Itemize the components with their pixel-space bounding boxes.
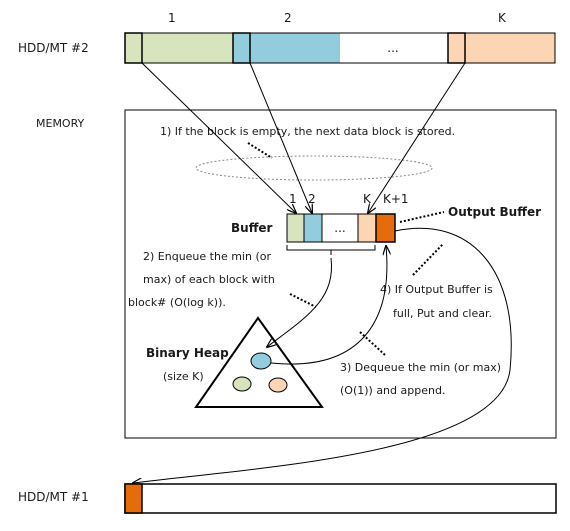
buffer-cell-k — [357, 213, 377, 243]
buffer-label: Buffer — [231, 221, 273, 235]
heap-node-right — [268, 377, 288, 393]
step2-line-1: 2) Enqueue the min (or — [143, 250, 271, 263]
memory-label: MEMORY — [36, 117, 85, 130]
step2-line-2: max) of each block with — [143, 273, 275, 286]
hdd-top-block-k — [448, 33, 555, 63]
buffer-cell-ellipsis — [321, 213, 359, 243]
load-arrow-block-2 — [249, 62, 312, 213]
step4-line-2: full, Put and clear. — [393, 307, 492, 320]
step2-line-3: block# (O(log k)). — [128, 296, 226, 309]
hdd-top-block-label-2: 2 — [284, 11, 292, 25]
hdd-top-block-label-k: K — [498, 11, 507, 25]
output-buffer-cell — [375, 213, 396, 243]
buffer-index-k-plus-1: K+1 — [383, 192, 409, 206]
hdd-top-head-2 — [232, 32, 251, 64]
buffer-ellipsis: ... — [334, 221, 345, 235]
hdd-top-head-k — [447, 32, 466, 64]
hdd-top-block-2 — [233, 33, 340, 63]
buffer-cell-2 — [303, 213, 323, 243]
hdd-top-ellipsis: ... — [387, 41, 398, 55]
step4-line-1: 4) If Output Buffer is — [380, 283, 493, 296]
binary-heap-size: (size K) — [163, 370, 204, 383]
step1-pointer — [247, 142, 273, 159]
buffer: ... — [286, 213, 396, 243]
step3-line-1: 3) Dequeue the min (or max) — [340, 361, 501, 374]
dequeue-arrow — [270, 246, 387, 365]
hdd-bottom-tape — [124, 483, 557, 514]
step1-text: 1) If the block is empty, the next data … — [160, 125, 455, 138]
hdd-bottom-written-block — [124, 483, 143, 514]
load-arrow-block-1 — [141, 62, 296, 213]
hdd-bottom-label: HDD/MT #1 — [18, 490, 89, 504]
heap-node-left — [232, 376, 252, 392]
buffer-index-2: 2 — [308, 192, 316, 206]
hdd-top-label: HDD/MT #2 — [18, 41, 89, 55]
hdd-top-block-1 — [125, 33, 233, 63]
step3-line-2: (O(1)) and append. — [340, 384, 445, 397]
hdd-top-head-1 — [124, 32, 143, 64]
step2-pointer — [289, 293, 317, 308]
hdd-top-block-label-1: 1 — [168, 11, 176, 25]
binary-heap-title: Binary Heap — [146, 346, 229, 360]
output-buffer-label: Output Buffer — [448, 205, 541, 219]
hdd-top-block-ellipsis — [340, 33, 448, 63]
output-buffer-pointer — [399, 211, 445, 223]
flush-arrow — [133, 227, 512, 483]
enqueue-arrow — [267, 257, 333, 347]
buffer-cell-1 — [286, 213, 305, 243]
hdd-top-tape: ... — [124, 32, 556, 64]
load-arrow-block-k — [368, 62, 466, 213]
buffer-brace — [286, 245, 376, 255]
heap-node-top — [250, 352, 272, 370]
step3-pointer — [359, 331, 386, 356]
staging-ellipse — [195, 155, 433, 181]
memory-box — [124, 109, 557, 439]
step4-pointer — [412, 243, 444, 276]
buffer-index-1: 1 — [289, 192, 297, 206]
buffer-index-k: K — [363, 192, 372, 206]
